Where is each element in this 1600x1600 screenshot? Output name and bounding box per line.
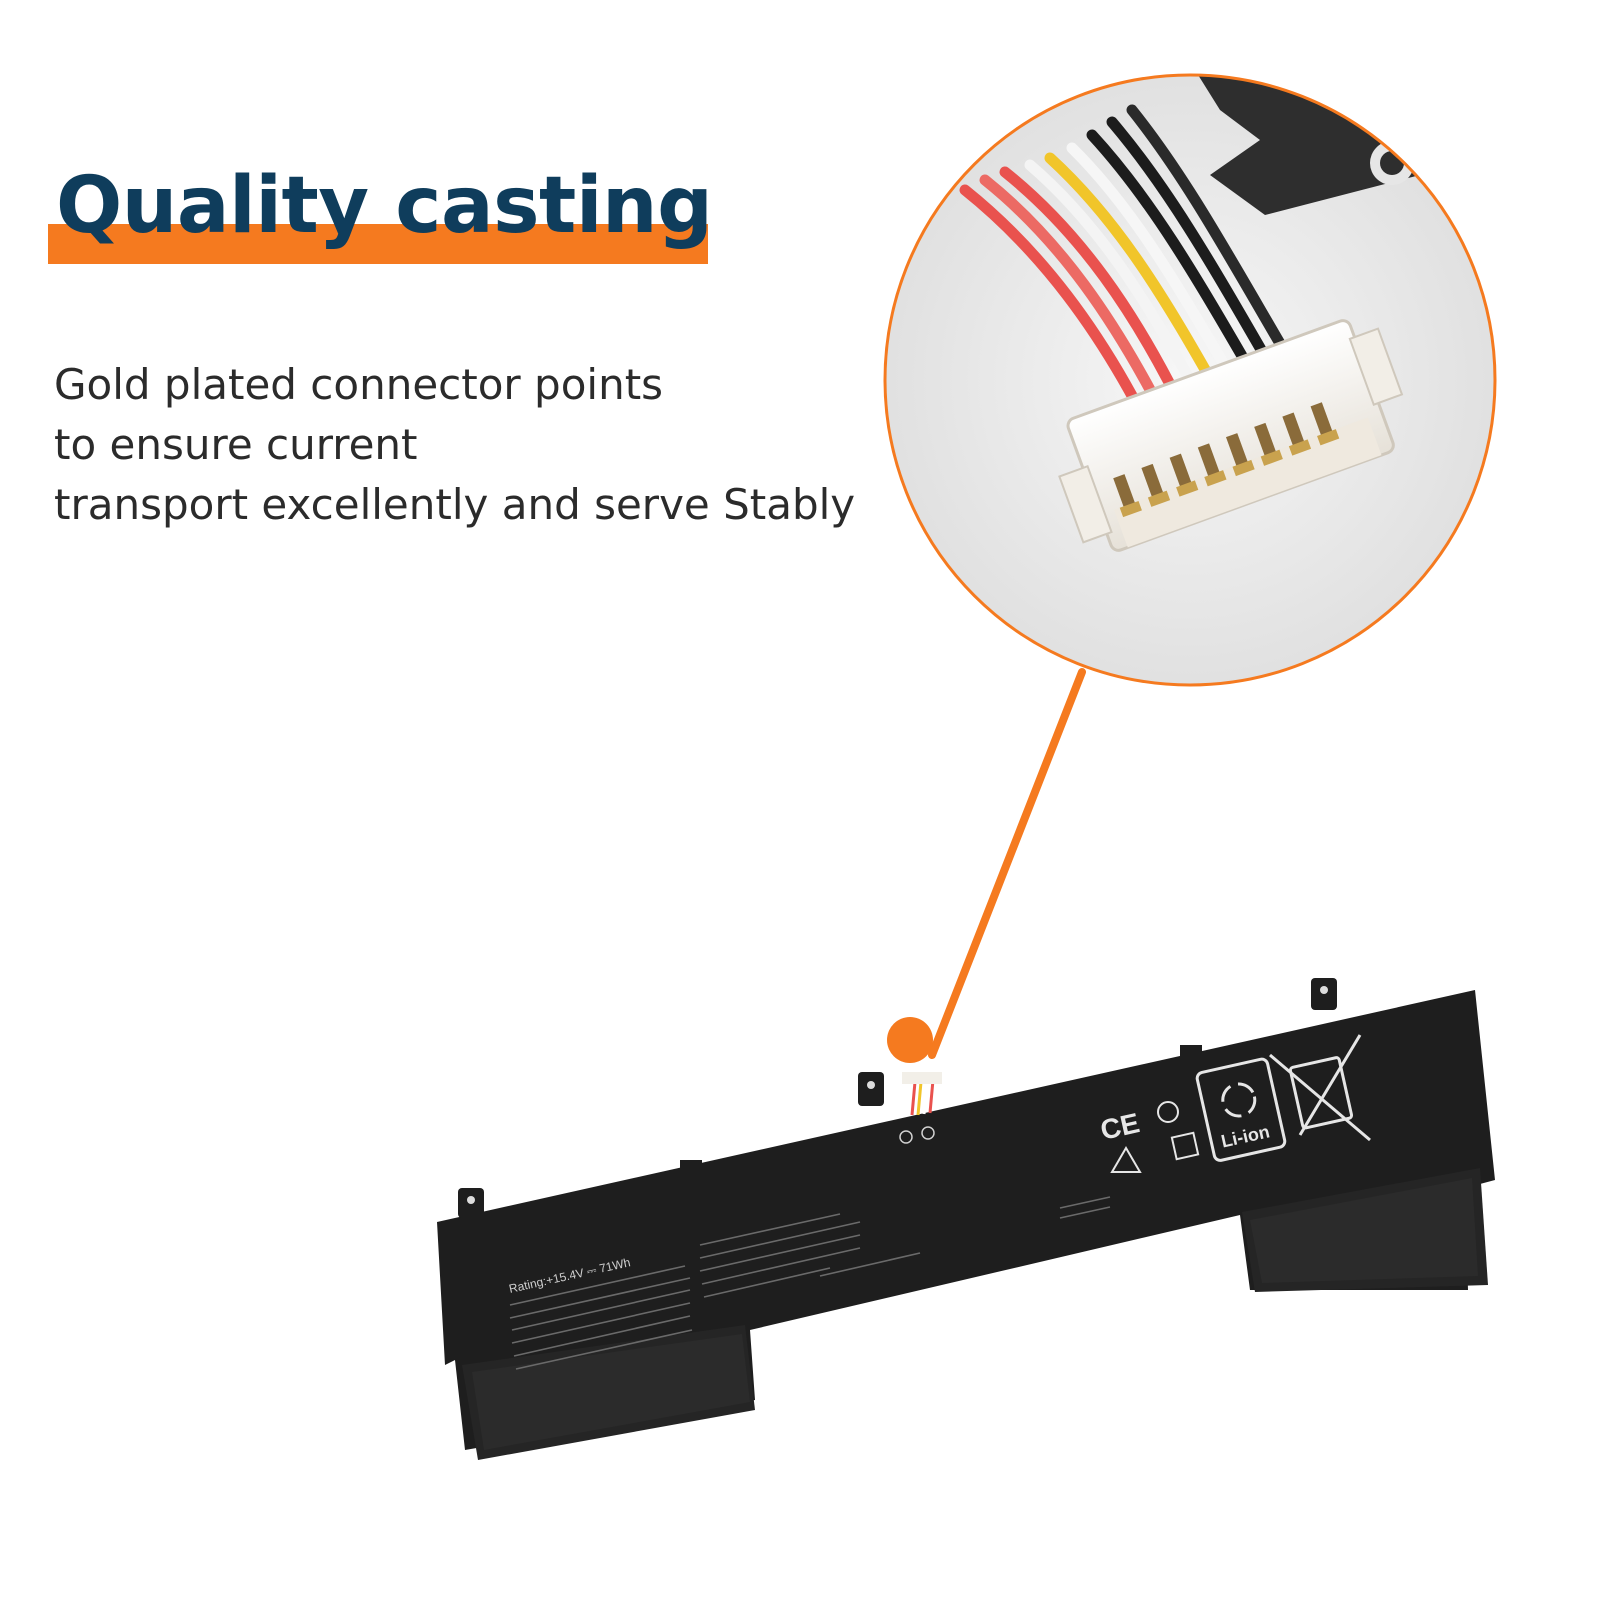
battery-label-fineprint [509,1196,1111,1370]
callout-line [928,668,1086,1059]
headline: Quality casting [56,161,713,251]
cert-5-icon [1157,1101,1179,1123]
recycle-small-icon [1170,1131,1200,1161]
description-line-2: to ensure current [54,420,418,469]
battery-cable [902,1072,942,1116]
crossed-bin-icon [1269,1034,1371,1142]
headline-underline-bar [48,224,708,264]
description-line-3: transport excellently and serve Stably [54,480,856,529]
description-line-1: Gold plated connector points [54,360,664,409]
headline-block: Quality casting [48,150,713,270]
description: Gold plated connector points to ensure c… [54,355,954,535]
gold-pins [1113,402,1340,518]
wire-bundle [959,104,1298,436]
warning-icon [1110,1146,1142,1173]
battery-pack: Rating:+15.4V ⎓ 71Wh CE Li-i [437,978,1495,1460]
connector-housing [1058,319,1404,552]
connector-closeup [883,73,1497,687]
callout-dot-icon [887,1017,933,1063]
